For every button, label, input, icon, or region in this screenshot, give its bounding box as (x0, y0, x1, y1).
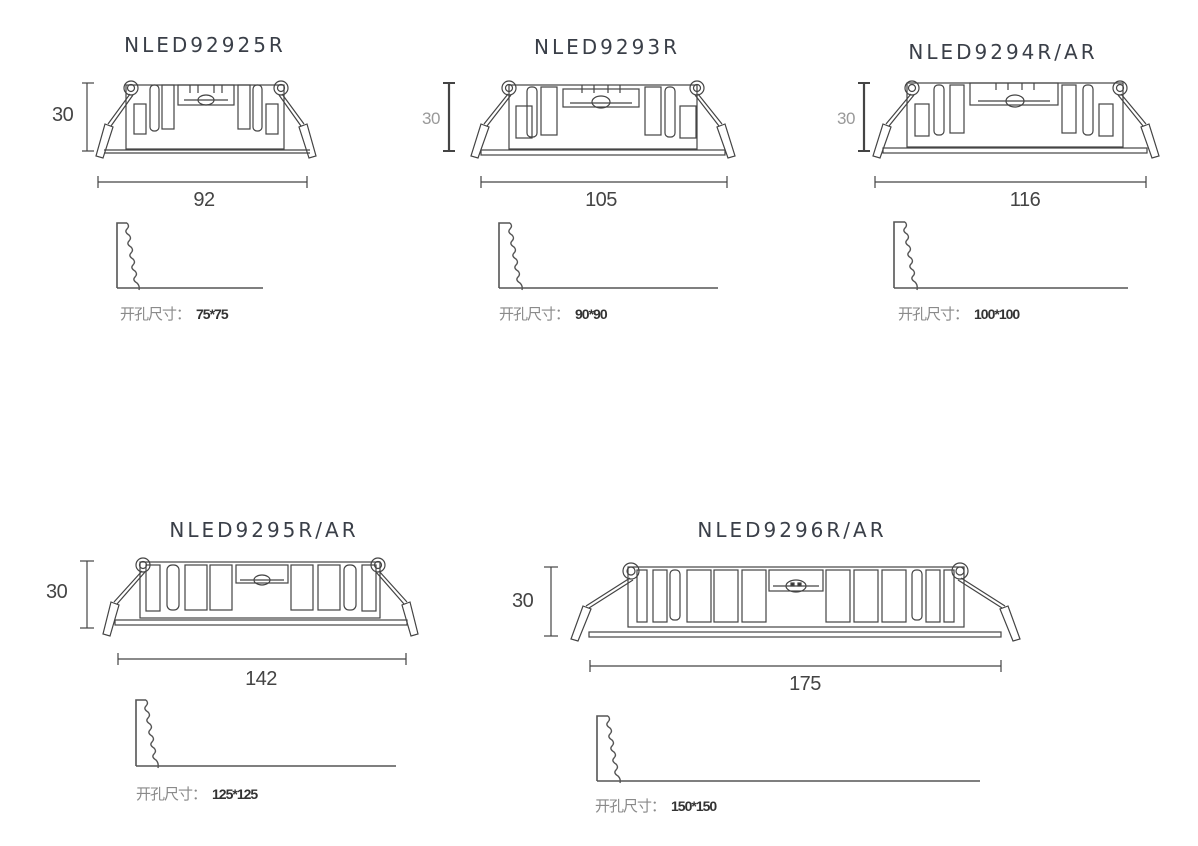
width-dimension-label: 175 (789, 673, 821, 695)
cutout-profile-drawing (116, 222, 263, 291)
cutout-size-label: 开孔尺寸： (898, 305, 969, 323)
cutout-size-value: 100*100 (974, 306, 1020, 322)
width-dimension-label: 105 (585, 189, 617, 211)
height-dimension-label: 30 (52, 104, 74, 126)
cutout-size-value: 75*75 (196, 306, 229, 322)
cutout-profile-drawing (498, 222, 718, 291)
side-view-drawing (443, 80, 736, 188)
product-title: NLED9295R/AR (169, 518, 359, 542)
cutout-size-label: 开孔尺寸： (499, 305, 570, 323)
cutout-size: 开孔尺寸： 75*75 (120, 303, 229, 324)
height-dimension-label: 30 (46, 581, 68, 603)
height-dimension-label: 30 (422, 109, 440, 128)
cutout-size-value: 90*90 (575, 306, 608, 322)
cutout-size: 开孔尺寸： 100*100 (898, 303, 1020, 324)
cutout-size: 开孔尺寸： 125*125 (136, 783, 258, 804)
cutout-size-label: 开孔尺寸： (120, 305, 191, 323)
product-title: NLED9293R (534, 35, 680, 59)
side-view-drawing (858, 80, 1160, 188)
cutout-profile-drawing (596, 715, 980, 784)
cutout-size-label: 开孔尺寸： (595, 797, 666, 815)
side-view-drawing (82, 80, 317, 188)
height-dimension-label: 30 (837, 109, 855, 128)
product-title: NLED9294R/AR (908, 40, 1098, 64)
cutout-size-label: 开孔尺寸： (136, 785, 207, 803)
side-view-drawing (80, 557, 419, 665)
cutout-size-value: 150*150 (671, 798, 717, 814)
cutout-size: 开孔尺寸： 150*150 (595, 795, 717, 816)
cutout-size: 开孔尺寸： 90*90 (499, 303, 608, 324)
product-title: NLED92925R (124, 33, 286, 57)
cutout-size-value: 125*125 (212, 786, 258, 802)
cutout-profile-drawing (893, 221, 1128, 291)
cutout-profile-drawing (135, 699, 396, 769)
product-title: NLED9296R/AR (697, 518, 887, 542)
height-dimension-label: 30 (512, 590, 534, 612)
width-dimension-label: 116 (1009, 189, 1041, 211)
width-dimension-label: 142 (245, 668, 277, 690)
width-dimension-label: 92 (193, 189, 215, 211)
side-view-drawing (544, 562, 1021, 672)
